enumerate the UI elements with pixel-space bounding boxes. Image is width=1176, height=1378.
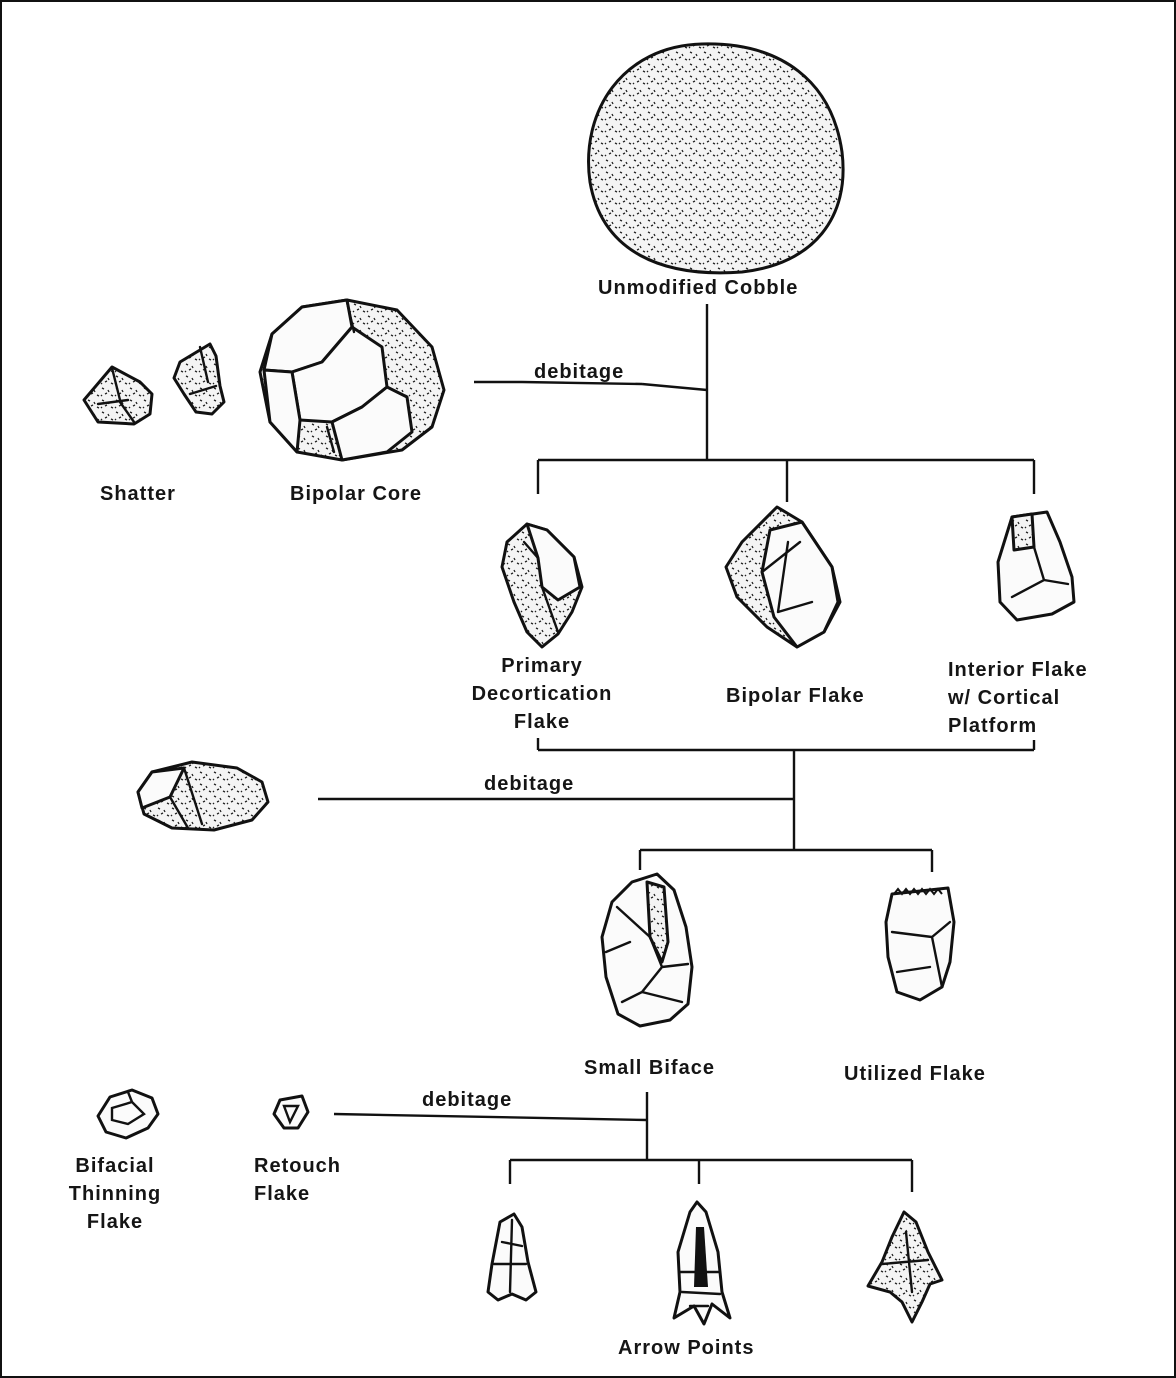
label-unmodified-cobble: Unmodified Cobble	[598, 274, 798, 302]
label-debitage-lower: debitage	[422, 1086, 512, 1114]
connector-level-2	[318, 738, 1034, 872]
label-primary-decortication-flake: Primary Decortication Flake	[452, 652, 632, 736]
label-bipolar-core: Bipolar Core	[290, 480, 422, 508]
label-small-biface: Small Biface	[584, 1054, 715, 1082]
label-bipolar-flake: Bipolar Flake	[726, 682, 865, 710]
label-debitage-middle: debitage	[484, 770, 574, 798]
label-arrow-points: Arrow Points	[618, 1334, 754, 1362]
label-interior-line-1: Interior Flake	[948, 656, 1088, 684]
label-retouch-flake: Retouch Flake	[254, 1152, 341, 1208]
label-interior-line-3: Platform	[948, 712, 1088, 740]
label-primary-line-2: Decortication	[452, 680, 632, 708]
label-interior-line-2: w/ Cortical	[948, 684, 1088, 712]
label-bifacial-line-1: Bifacial	[60, 1152, 170, 1180]
label-utilized-flake: Utilized Flake	[844, 1060, 986, 1088]
label-debitage-upper: debitage	[534, 358, 624, 386]
label-retouch-line-2: Flake	[254, 1180, 341, 1208]
label-interior-flake: Interior Flake w/ Cortical Platform	[948, 656, 1088, 740]
label-bifacial-line-2: Thinning	[60, 1180, 170, 1208]
label-bifacial-line-3: Flake	[60, 1208, 170, 1236]
connector-level-1	[474, 304, 1034, 502]
label-retouch-line-1: Retouch	[254, 1152, 341, 1180]
connector-level-3	[334, 1092, 912, 1192]
label-primary-line-1: Primary	[452, 652, 632, 680]
label-bifacial-thinning-flake: Bifacial Thinning Flake	[60, 1152, 170, 1236]
label-shatter: Shatter	[100, 480, 176, 508]
label-primary-line-3: Flake	[452, 708, 632, 736]
